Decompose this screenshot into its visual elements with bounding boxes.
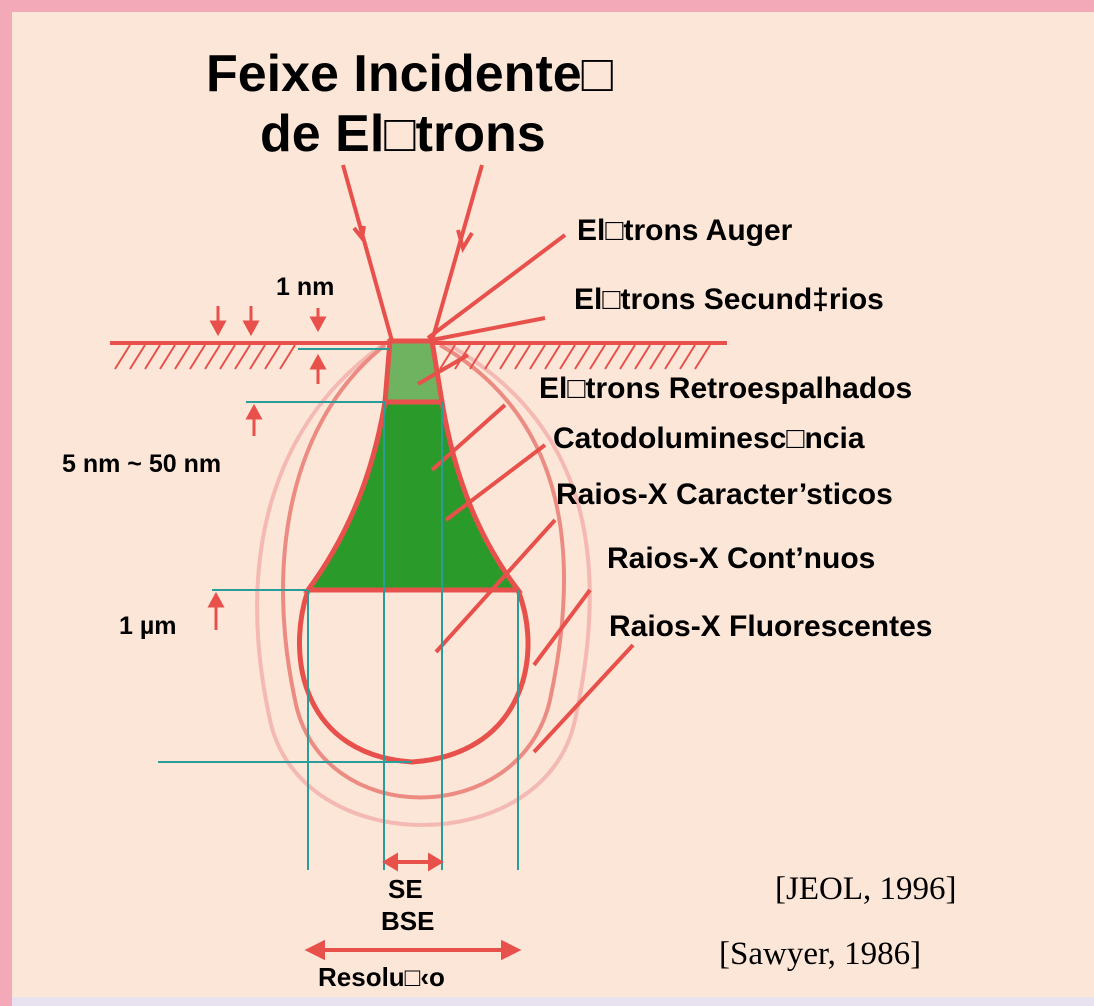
frame-left-band bbox=[0, 0, 12, 1006]
title-line-1: Feixe Incidente□ bbox=[206, 45, 614, 103]
se-volume bbox=[382, 338, 445, 405]
halo-mid bbox=[281, 343, 567, 800]
label-continuous-xrays: Raios-X Cont’nuos bbox=[607, 542, 876, 575]
label-bse: BSE bbox=[381, 906, 435, 936]
label-se: SE bbox=[388, 874, 423, 904]
frame-top-band bbox=[0, 0, 1094, 12]
label-secondary-electrons: El□trons Secund‡rios bbox=[574, 283, 884, 316]
label-cathodoluminescence: Catodoluminesc□ncia bbox=[553, 422, 865, 455]
reference-jeol: [JEOL, 1996] bbox=[775, 871, 957, 907]
resolution-arrows bbox=[304, 852, 522, 961]
depth-label-1nm: 1 nm bbox=[276, 273, 335, 301]
halo-outer bbox=[255, 338, 592, 827]
label-fluorescent-xrays: Raios-X Fluorescentes bbox=[609, 612, 933, 642]
title-line-2: de El□trons bbox=[260, 105, 546, 163]
label-backscattered-electrons: El□trons Retroespalhados bbox=[539, 374, 913, 404]
depth-markers bbox=[158, 306, 412, 763]
reference-sawyer: [Sawyer, 1986] bbox=[719, 936, 922, 972]
label-characteristic-xrays: Raios-X Caracter’sticos bbox=[556, 478, 893, 511]
depth-label-1um: 1 µm bbox=[119, 612, 177, 640]
label-auger-electrons: El□trons Auger bbox=[577, 214, 793, 247]
incident-beam bbox=[341, 164, 484, 342]
resolution-guides bbox=[307, 402, 519, 870]
surface-hatching bbox=[114, 344, 711, 370]
label-resolution: Resolu□‹o bbox=[318, 962, 445, 992]
slide-panel bbox=[12, 12, 1094, 997]
depth-label-5-50nm: 5 nm ~ 50 nm bbox=[62, 450, 222, 478]
signal-leaders bbox=[416, 233, 635, 754]
